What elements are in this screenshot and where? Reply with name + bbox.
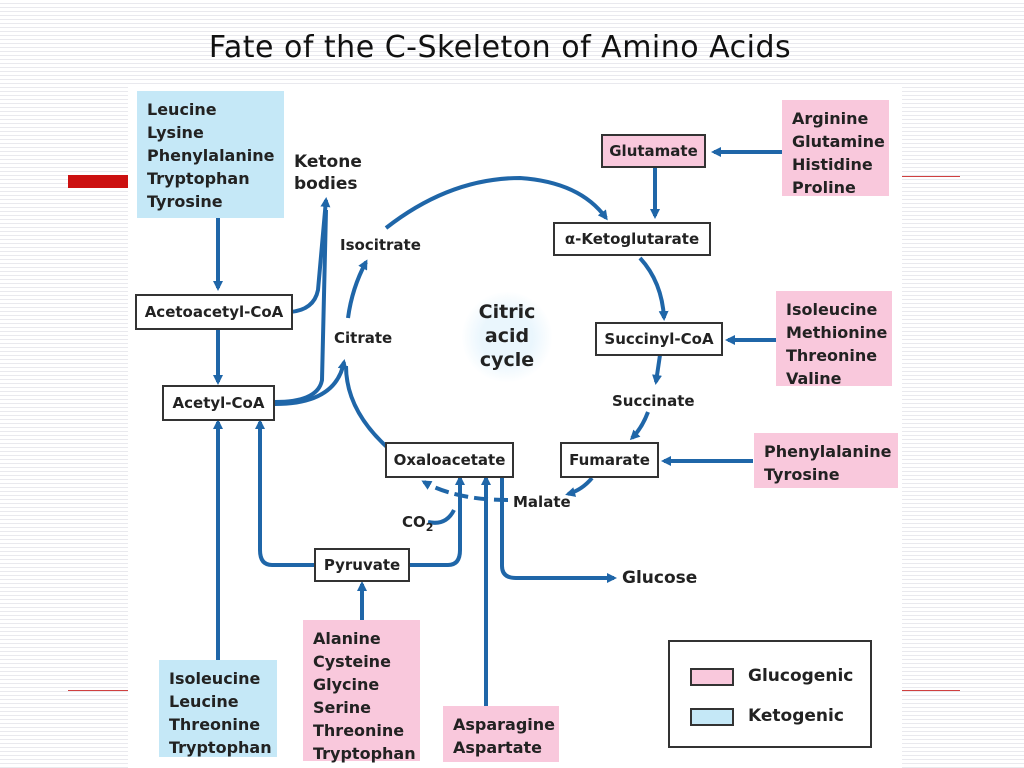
- amino-acid: Histidine: [792, 155, 873, 174]
- amino-acid: Phenylalanine: [147, 146, 275, 165]
- group-pyruvate-sources: Alanine Cysteine Glycine Serine Threonin…: [303, 620, 420, 763]
- label-co2-subscript: 2: [425, 521, 434, 534]
- node-oxaloacetate: Oxaloacetate: [385, 442, 514, 478]
- amino-acid: Asparagine: [453, 715, 556, 734]
- label-citrate: Citrate: [334, 329, 393, 347]
- amino-acid: Lysine: [147, 123, 204, 142]
- arc-succinyl-to-succinate: [652, 354, 662, 385]
- amino-acid: Tryptophan: [313, 744, 416, 763]
- group-ketogenic-top-left: Leucine Lysine Phenylalanine Tryptophan …: [137, 91, 284, 218]
- arc-malate-to-oxalo: [421, 480, 509, 502]
- amino-acid: Proline: [792, 178, 856, 197]
- arc-fumarate-to-malate: [565, 476, 594, 497]
- label-cycle-line: Citric: [478, 301, 536, 323]
- amino-acid: Valine: [786, 369, 842, 388]
- group-acetyl-sources: Isoleucine Leucine Threonine Tryptophan: [159, 660, 277, 757]
- amino-acid: Tryptophan: [169, 738, 272, 757]
- label-cycle-line: cycle: [479, 349, 535, 371]
- amino-acid: Tryptophan: [147, 169, 250, 188]
- group-oxaloacetate-sources: Asparagine Aspartate: [443, 706, 559, 762]
- arrow-oxalo-to-glucose: [500, 478, 617, 583]
- label-bodies-line: bodies: [294, 174, 358, 194]
- label-co2-text: CO: [402, 513, 426, 531]
- amino-acid: Glycine: [313, 675, 380, 694]
- label-cycle-line: acid: [484, 325, 530, 347]
- amino-acid: Glutamine: [792, 132, 885, 151]
- amino-acid: Threonine: [313, 721, 405, 740]
- amino-acid: Phenylalanine: [764, 442, 892, 461]
- arc-oxalo-to-citrate: [344, 365, 390, 450]
- legend-label-glucogenic: Glucogenic: [748, 666, 854, 686]
- co2-curve: [427, 509, 456, 525]
- label-isocitrate: Isocitrate: [340, 236, 421, 254]
- group-succinyl-sources: Isoleucine Methionine Threonine Valine: [776, 291, 892, 388]
- label-glucose: Glucose: [622, 568, 698, 588]
- amino-acid: Alanine: [313, 629, 381, 648]
- node-acetyl-coa: Acetyl-CoA: [162, 385, 275, 421]
- accent-line-bottom-left: [68, 690, 130, 691]
- amino-acid: Threonine: [786, 346, 878, 365]
- group-fumarate-sources: Phenylalanine Tyrosine: [754, 433, 898, 488]
- amino-acid: Methionine: [786, 323, 888, 342]
- arrow-pyruvate-to-acetyl: [255, 419, 314, 567]
- arrow-acetyl-to-ketone: [274, 209, 328, 404]
- slide-title: Fate of the C-Skeleton of Amino Acids: [208, 30, 792, 65]
- arc-succinate-to-fumarate: [629, 411, 650, 441]
- amino-acid: Tyrosine: [764, 465, 840, 484]
- amino-acid: Tyrosine: [147, 192, 223, 211]
- label-malate: Malate: [513, 493, 571, 511]
- node-succinyl-coa: Succinyl-CoA: [595, 322, 723, 356]
- node-pyruvate: Pyruvate: [314, 548, 410, 582]
- label-ketone-bodies: Ketone bodies: [294, 151, 362, 195]
- legend-swatch-glucogenic: [690, 668, 734, 686]
- legend-label-ketogenic: Ketogenic: [748, 706, 844, 726]
- amino-acid: Threonine: [169, 715, 261, 734]
- label-citric-acid-cycle: Citric acid cycle: [468, 300, 546, 372]
- arrow-acetoacetyl-to-ketone: [289, 197, 331, 314]
- arc-citrate-to-isocitrate: [346, 259, 368, 319]
- amino-acid: Cysteine: [313, 652, 391, 671]
- arrow-pyruvate-to-oxalo: [406, 475, 465, 567]
- amino-acid: Arginine: [792, 109, 869, 128]
- legend-swatch-ketogenic: [690, 708, 734, 726]
- label-co2: CO2: [402, 513, 433, 534]
- arc-akg-to-succinyl: [638, 256, 669, 321]
- node-alpha-ketoglutarate: α-Ketoglutarate: [553, 222, 711, 256]
- amino-acid: Serine: [313, 698, 371, 717]
- group-glutamate-sources: Arginine Glutamine Histidine Proline: [782, 100, 889, 197]
- amino-acid: Isoleucine: [786, 300, 878, 319]
- node-fumarate: Fumarate: [560, 442, 659, 478]
- amino-acid: Isoleucine: [169, 669, 261, 688]
- node-glutamate: Glutamate: [601, 134, 706, 168]
- accent-line-top: [902, 176, 960, 177]
- amino-acid: Leucine: [169, 692, 239, 711]
- legend: Glucogenic Ketogenic: [668, 640, 872, 748]
- cycle-glow: [462, 292, 552, 382]
- arc-isocitrate-to-akg: [384, 175, 608, 230]
- accent-line-bottom-right: [902, 690, 960, 691]
- label-succinate: Succinate: [612, 392, 695, 410]
- arrow-acetyl-to-citrate: [274, 359, 348, 406]
- amino-acid: Aspartate: [453, 738, 542, 757]
- node-acetoacetyl-coa: Acetoacetyl-CoA: [135, 294, 293, 330]
- amino-acid: Leucine: [147, 100, 217, 119]
- accent-bar: [68, 175, 130, 188]
- label-ketone-line: Ketone: [294, 152, 362, 172]
